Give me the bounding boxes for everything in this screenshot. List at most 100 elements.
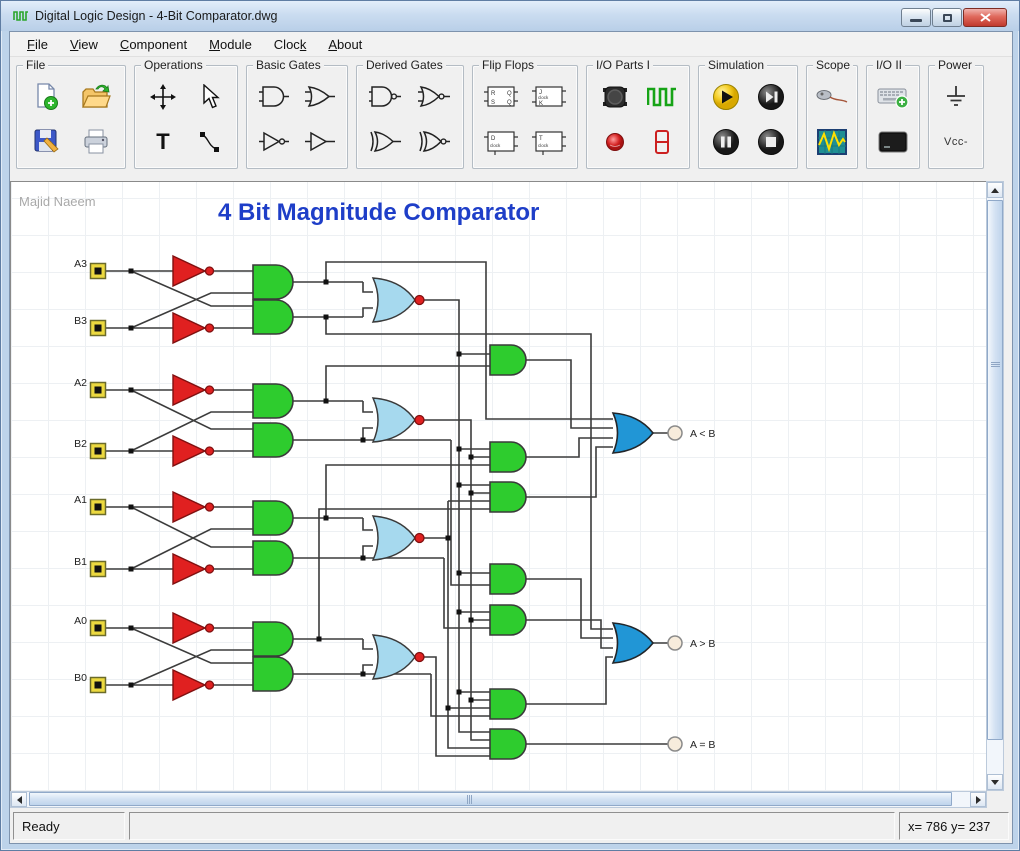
wire-bit0 [105,508,490,757]
output-led-a-equal-b[interactable] [667,736,683,752]
run-icon[interactable] [712,83,740,111]
ground-icon[interactable] [943,85,969,109]
nor-gate[interactable] [372,634,425,680]
and-gate[interactable] [252,500,294,536]
input-switch-a3[interactable] [89,262,107,280]
probe-icon[interactable] [815,89,849,105]
not-gate[interactable] [172,374,215,406]
not-gate[interactable] [172,553,215,585]
and-gate[interactable] [252,299,294,335]
scroll-right-button[interactable] [970,792,986,807]
and-gate[interactable] [489,481,527,513]
schematic-canvas[interactable]: Majid Naeem 4 Bit Magnitude Comparator [10,181,987,791]
schematic-title: 4 Bit Magnitude Comparator [218,199,540,226]
not-gate[interactable] [172,491,215,523]
and-gate[interactable] [489,604,527,636]
xor-gate-icon[interactable] [369,130,402,153]
input-label: B0 [74,672,87,684]
and-gate[interactable] [489,728,527,760]
stop-icon[interactable] [757,128,785,156]
menu-component[interactable]: Component [119,36,188,52]
or-gate-a-greater-b[interactable] [612,622,654,664]
input-switch-b2[interactable] [89,442,107,460]
and-gate[interactable] [489,563,527,595]
and-gate[interactable] [489,688,527,720]
text-tool-icon[interactable]: T [151,130,175,154]
scroll-left-button[interactable] [11,792,27,807]
nand-gate-icon[interactable] [369,85,402,108]
statusbar: Ready x= 786 y= 237 [10,810,1012,842]
toolbar-group-power: Power Vcc- [928,58,984,169]
and-gate[interactable] [489,344,527,376]
menu-file[interactable]: File [27,36,48,52]
maximize-button[interactable] [932,8,962,27]
terminal-display-icon[interactable] [878,130,908,154]
input-switch-b1[interactable] [89,560,107,578]
scroll-up-button[interactable] [987,182,1003,198]
vertical-scrollbar[interactable] [986,181,1004,791]
minimize-button[interactable] [901,8,931,27]
vcc-icon[interactable]: Vcc- [944,135,968,148]
output-led-a-less-b[interactable] [667,425,683,441]
and-gate[interactable] [252,422,294,458]
and-gate[interactable] [252,540,294,576]
keyboard-icon[interactable] [877,84,909,110]
input-switch-a1[interactable] [89,498,107,516]
led-icon[interactable] [604,131,626,153]
and-gate[interactable] [252,383,294,419]
menu-about[interactable]: About [328,36,363,52]
seven-segment-icon[interactable] [652,129,672,155]
pause-icon[interactable] [712,128,740,156]
or-gate-icon[interactable] [304,85,336,108]
print-icon[interactable] [82,128,110,155]
nor-gate-icon[interactable] [418,85,451,108]
and-gate[interactable] [252,264,294,300]
vertical-scroll-thumb[interactable] [987,200,1003,740]
nor-gate[interactable] [372,277,425,323]
buffer-gate-icon[interactable] [304,130,336,153]
maximize-icon [942,13,952,22]
not-gate[interactable] [172,435,215,467]
oscilloscope-icon[interactable] [817,128,847,155]
and-gate-icon[interactable] [258,85,290,108]
close-button[interactable] [963,8,1007,27]
and-gate[interactable] [489,441,527,473]
open-folder-icon[interactable] [81,83,111,111]
wire-tool-icon[interactable] [198,130,222,154]
not-gate[interactable] [172,255,215,287]
horizontal-scrollbar[interactable] [10,791,987,808]
input-label: B1 [74,556,87,568]
horizontal-scroll-thumb[interactable] [29,792,952,806]
xnor-gate-icon[interactable] [418,130,451,153]
status-ready: Ready [13,812,125,840]
and-gate[interactable] [252,656,294,692]
clock-signal-icon[interactable] [646,86,677,108]
not-gate[interactable] [172,612,215,644]
input-switch-b3[interactable] [89,319,107,337]
menu-view[interactable]: View [69,36,98,52]
save-icon[interactable] [33,128,60,155]
move-icon[interactable] [149,83,176,110]
scroll-down-button[interactable] [987,774,1003,790]
push-button-icon[interactable] [601,83,629,111]
step-icon[interactable] [757,83,785,111]
and-gate[interactable] [252,621,294,657]
input-switch-a0[interactable] [89,619,107,637]
output-led-a-greater-b[interactable] [667,635,683,651]
nor-gate[interactable] [372,515,425,561]
select-cursor-icon[interactable] [200,83,220,110]
nor-gate[interactable] [372,397,425,443]
new-file-icon[interactable] [32,82,60,111]
not-gate-icon[interactable] [258,130,290,153]
input-switch-a2[interactable] [89,381,107,399]
menu-module[interactable]: Module [209,36,252,52]
not-gate[interactable] [172,669,215,701]
not-gate[interactable] [172,312,215,344]
menu-clock[interactable]: Clock [273,36,307,52]
input-switch-b0[interactable] [89,676,107,694]
or-gate-a-less-b[interactable] [612,412,654,454]
